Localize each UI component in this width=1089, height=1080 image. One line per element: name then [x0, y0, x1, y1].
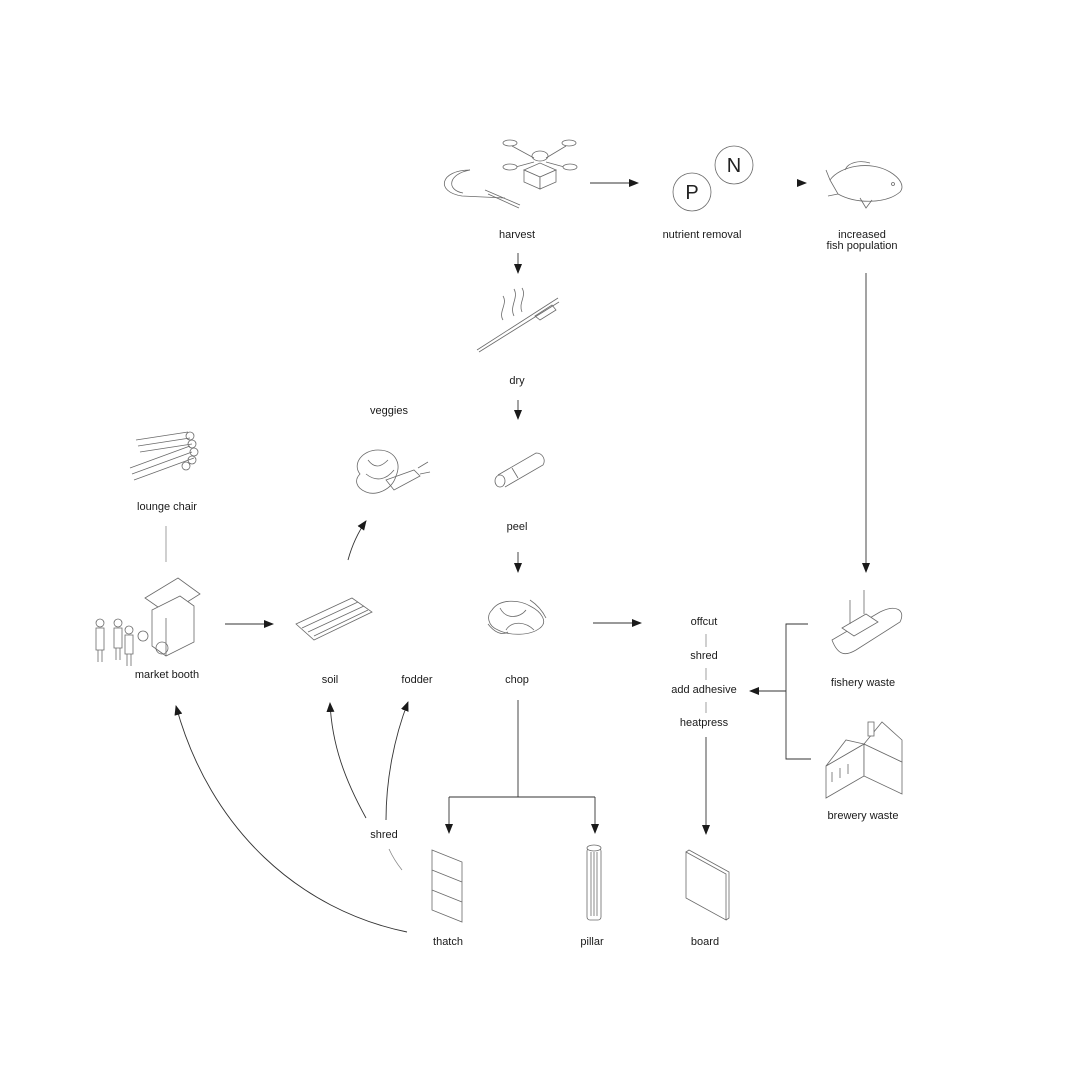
board-panel-icon	[685, 849, 730, 921]
node-heatpress: heatpress	[679, 717, 729, 729]
thatch-panel-icon	[431, 849, 463, 923]
bracket-waste	[785, 623, 811, 760]
fish-icon	[825, 161, 903, 209]
arrow-soil-to-veggies	[347, 520, 367, 561]
fishing-boat-icon	[831, 590, 903, 655]
drone-icon	[502, 139, 578, 190]
node-board: board	[690, 936, 720, 948]
sickle-icon	[443, 169, 521, 209]
chopped-fibers-icon	[487, 599, 547, 635]
nutrient-p-icon: P	[672, 172, 712, 212]
brewery-building-icon	[825, 721, 903, 799]
node-shred: shred	[690, 650, 718, 662]
nutrient-n-icon: N	[714, 145, 754, 185]
node-nutrient-removal: nutrient removal	[662, 229, 742, 241]
node-shred-loop: shred	[370, 829, 398, 841]
node-veggies: veggies	[370, 405, 408, 417]
node-peel: peel	[506, 521, 528, 533]
node-dry: dry	[509, 375, 525, 387]
node-fish-population: increased fish population	[826, 229, 898, 252]
node-pillar: pillar	[580, 936, 604, 948]
node-chop: chop	[505, 674, 529, 686]
node-soil: soil	[321, 674, 339, 686]
logs-lounge-chair-icon	[129, 431, 199, 481]
nutrient-n-label: N	[727, 155, 741, 177]
drying-stick-icon	[476, 287, 560, 353]
arrow-shred-to-soil	[326, 702, 367, 819]
node-thatch: thatch	[433, 936, 463, 948]
peeled-stick-icon	[494, 452, 545, 488]
node-add-adhesive: add adhesive	[671, 684, 737, 696]
node-fodder: fodder	[401, 674, 433, 686]
node-brewery-waste: brewery waste	[827, 810, 899, 822]
node-harvest: harvest	[498, 229, 536, 241]
node-lounge-chair: lounge chair	[137, 501, 197, 513]
pillar-icon	[586, 844, 602, 921]
line-thatch-to-shred	[388, 848, 403, 871]
node-offcut: offcut	[690, 616, 718, 628]
soil-bed-icon	[295, 597, 373, 641]
connectors	[165, 179, 870, 933]
arrow-thatch-to-market	[174, 705, 408, 933]
arrow-shred-to-fodder	[385, 701, 409, 821]
market-booth-icon	[95, 577, 201, 666]
node-fishery-waste: fishery waste	[830, 677, 896, 689]
nutrient-p-label: P	[685, 182, 698, 204]
node-market-booth: market booth	[134, 669, 200, 681]
vegetables-icon	[356, 449, 431, 494]
